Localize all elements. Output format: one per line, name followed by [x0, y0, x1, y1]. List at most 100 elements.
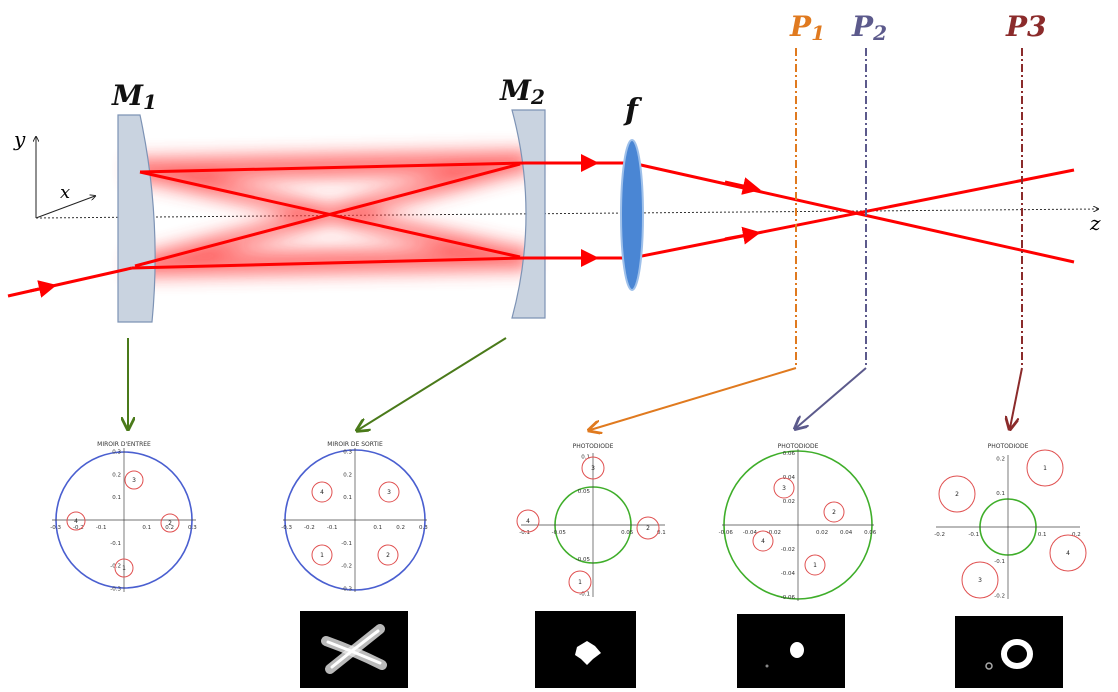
- y-tick-label: 0.3: [343, 450, 352, 456]
- lens: [620, 139, 644, 291]
- y-tick-label: 0.1: [112, 495, 121, 501]
- spot-circle: [581, 456, 605, 480]
- y-tick-label: -0.2: [994, 593, 1005, 599]
- spot-label: 4: [1066, 550, 1070, 557]
- y-tick-label: -0.04: [781, 571, 796, 577]
- x-tick-label: -0.1: [327, 525, 338, 531]
- y-tick-label: 0.1: [343, 495, 352, 501]
- spot-circle: [311, 544, 333, 566]
- x-tick-label: -0.3: [50, 525, 61, 531]
- x-tick-label: 0.1: [657, 530, 666, 536]
- x-tick-label: 0.02: [816, 530, 828, 536]
- y-tick-label: -0.3: [110, 586, 121, 592]
- axis-z-label: z: [1089, 211, 1101, 235]
- spot-label: 4: [74, 518, 78, 525]
- p1-label: P1: [789, 10, 825, 45]
- y-tick-label: -0.2: [110, 564, 121, 570]
- m1-label: M1: [111, 79, 157, 114]
- spot-label: 1: [1043, 465, 1047, 472]
- spot-circle: [66, 511, 86, 531]
- p2-label: P2: [851, 10, 887, 45]
- x-tick-label: 0.1: [373, 525, 382, 531]
- spot-circle: [773, 477, 795, 499]
- y-tick-label: -0.3: [341, 586, 352, 592]
- spot-circle: [568, 570, 592, 594]
- panel-title: PHOTODIODE: [778, 443, 819, 450]
- axis-x-label: x: [60, 182, 70, 203]
- spot-circle: [114, 558, 134, 578]
- y-tick-label: 0.2: [996, 457, 1005, 463]
- spot-circle: [752, 530, 774, 552]
- x-tick-label: -0.02: [767, 530, 781, 536]
- x-tick-label: -0.1: [968, 532, 979, 538]
- x-tick-label: 0.2: [165, 525, 174, 531]
- x-tick-label: 0.1: [1038, 532, 1047, 538]
- spot-circle: [1026, 449, 1064, 487]
- spot-circle: [636, 516, 660, 540]
- x-tick-label: 0.1: [142, 525, 151, 531]
- spot-circle: [516, 509, 540, 533]
- spot-label: 2: [168, 520, 172, 527]
- camera-image-p1: [535, 611, 636, 688]
- y-tick-label: 0.2: [112, 472, 121, 478]
- arrow-p3-panel: [1010, 367, 1023, 428]
- spot-circle: [961, 561, 999, 599]
- spot-circle: [160, 513, 180, 533]
- spot-label: 1: [578, 579, 582, 586]
- y-tick-label: 0.05: [578, 489, 591, 495]
- spot-label: 2: [832, 509, 836, 516]
- spot-label: 2: [386, 552, 390, 559]
- spot-circle: [938, 475, 976, 513]
- spot-circle: [377, 544, 399, 566]
- p3-label: P3: [1005, 10, 1047, 43]
- camera-image-m2: [300, 611, 408, 688]
- y-tick-label: 0.2: [343, 472, 352, 478]
- x-tick-label: -0.1: [96, 525, 107, 531]
- axis-y-label: y: [13, 127, 26, 151]
- spot-circle: [311, 481, 333, 503]
- panel-title: MIROIR D'ENTREE: [97, 441, 151, 448]
- panel-title: PHOTODIODE: [573, 443, 614, 450]
- y-tick-label: -0.1: [110, 541, 121, 547]
- lens-label: f: [623, 93, 643, 128]
- spot-label: 1: [813, 562, 817, 569]
- x-tick-label: 0.04: [840, 530, 853, 536]
- spot-label: 4: [526, 518, 530, 525]
- x-tick-label: 0.2: [1072, 532, 1081, 538]
- y-tick-label: 0.06: [783, 451, 796, 457]
- y-tick-label: 0.04: [783, 475, 796, 481]
- x-tick-label: 0.3: [188, 525, 197, 531]
- panel-title: MIROIR DE SORTIE: [327, 441, 383, 448]
- axes: y x z: [13, 127, 1101, 235]
- x-tick-label: 0.06: [864, 530, 877, 536]
- y-tick-label: 0.3: [112, 450, 121, 456]
- y-tick-label: -0.02: [781, 547, 795, 553]
- x-tick-label: -0.05: [552, 530, 567, 536]
- y-tick-label: -0.05: [576, 557, 591, 563]
- spot-circle: [1049, 534, 1087, 572]
- x-tick-label: 0.3: [419, 525, 428, 531]
- spot-label: 3: [132, 477, 136, 484]
- y-tick-label: -0.1: [579, 591, 590, 597]
- x-tick-label: 0.2: [396, 525, 405, 531]
- m2-label: M2: [499, 74, 545, 109]
- spot-panel-1: MIROIR D'ENTREE -0.3 -0.2 -0.1 0.1 0.2 0.3 0.3 0…: [50, 441, 197, 592]
- y-tick-label: -0.1: [994, 559, 1005, 565]
- spot-label: 3: [782, 485, 786, 492]
- y-tick-label: 0.1: [996, 491, 1005, 497]
- spot-label: 3: [978, 577, 982, 584]
- x-tick-label: -0.3: [281, 525, 292, 531]
- x-tick-label: 0.05: [621, 530, 634, 536]
- spot-circle: [378, 481, 400, 503]
- y-tick-label: 0.1: [581, 455, 590, 461]
- panel-title: PHOTODIODE: [988, 443, 1029, 450]
- spot-label: 1: [122, 565, 126, 572]
- spot-panels: MIROIR D'ENTREE -0.3 -0.2 -0.1 0.1 0.2 0.3 0.3 0…: [50, 441, 1087, 601]
- optical-axis: [35, 209, 1098, 219]
- y-tick-label: -0.1: [341, 541, 352, 547]
- spot-label: 1: [320, 552, 324, 559]
- x-tick-label: -0.06: [719, 530, 734, 536]
- arrow-p2-panel: [796, 367, 867, 428]
- spot-label: 4: [320, 489, 324, 496]
